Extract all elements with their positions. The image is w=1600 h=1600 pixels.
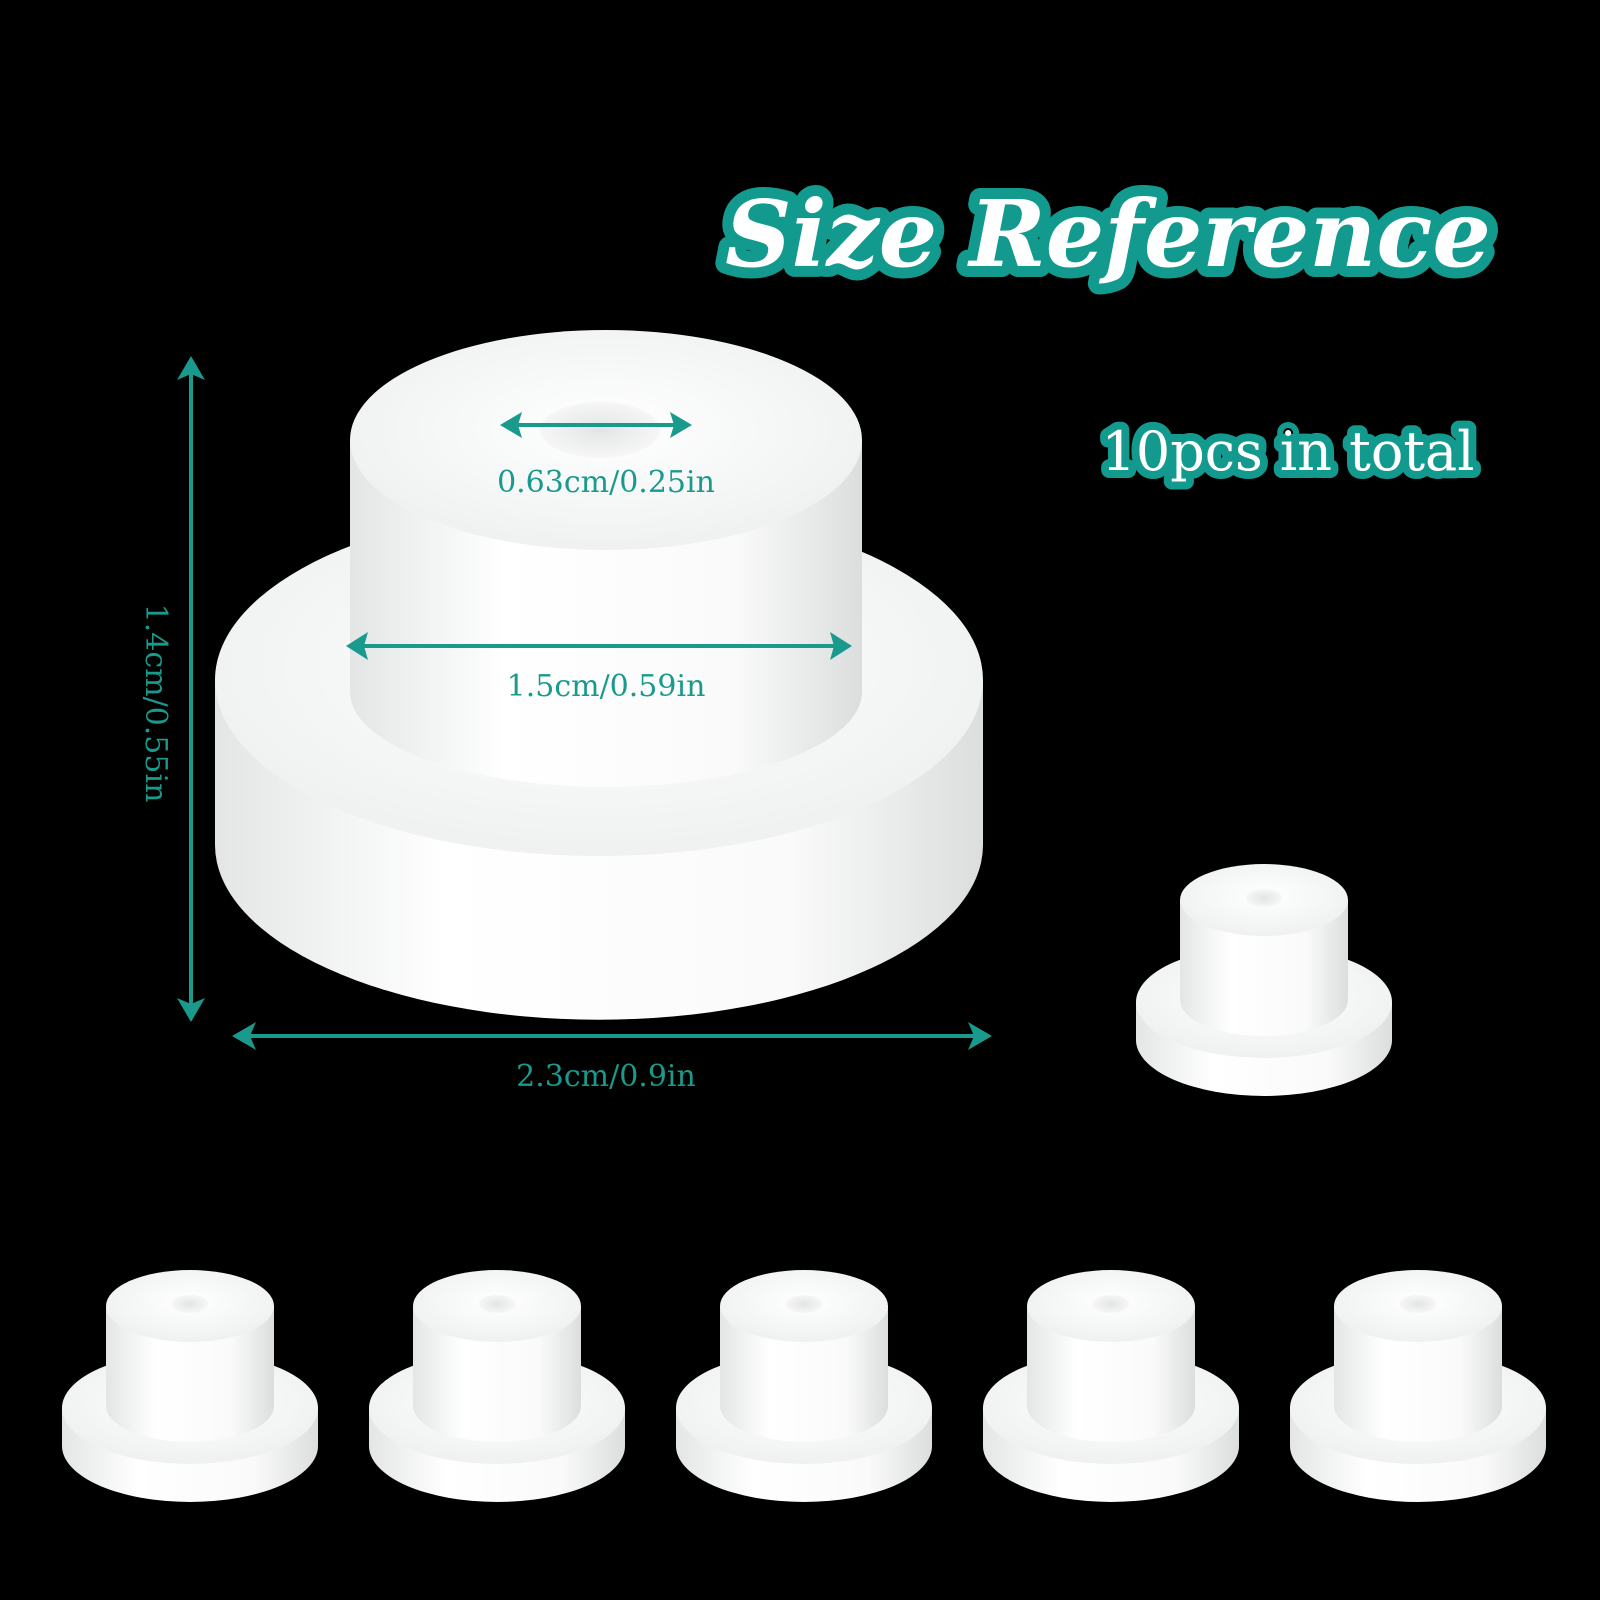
top-diameter-dimension-arrow: [346, 632, 852, 660]
quantity-badge: 10pcs in total: [1102, 420, 1475, 483]
bushing-image: [1290, 1270, 1546, 1502]
height-dimension-arrow: [177, 356, 205, 1022]
bushing-image: [62, 1270, 318, 1502]
title: Size Reference: [725, 180, 1491, 288]
inner-hole-dimension-label: 0.63cm/0.25in: [497, 465, 715, 500]
bushing-image: [983, 1270, 1239, 1502]
base-diameter-dimension-label: 2.3cm/0.9in: [516, 1059, 696, 1094]
bushing-image: [1136, 864, 1392, 1096]
inner-hole-dimension-arrow: [500, 412, 692, 438]
base-diameter-dimension-arrow: [232, 1022, 992, 1050]
bushing-image: [369, 1270, 625, 1502]
top-diameter-dimension-label: 1.5cm/0.59in: [507, 669, 706, 704]
large-bushing-image: [215, 330, 983, 1020]
height-dimension-label: 1.4cm/0.55in: [138, 604, 173, 803]
bushing-image: [676, 1270, 932, 1502]
